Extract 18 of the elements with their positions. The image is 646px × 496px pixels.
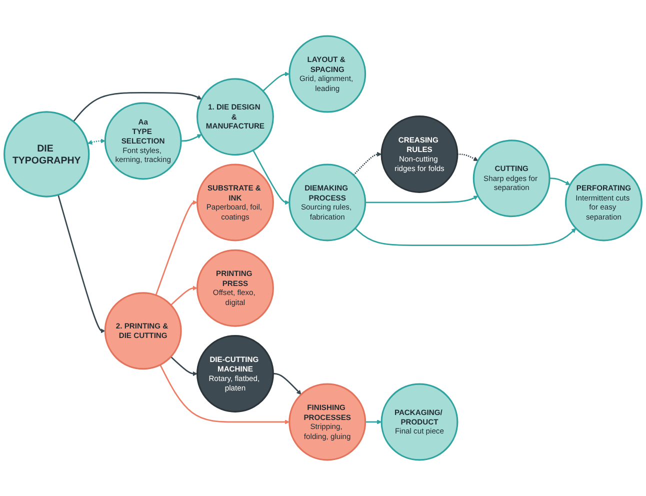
arrow: [252, 150, 290, 205]
arrow: [457, 154, 478, 161]
arrow: [160, 364, 290, 424]
arrow: [550, 178, 570, 186]
arrow: [273, 373, 302, 395]
arrow: [72, 92, 202, 122]
node-circle: DIE TYPOGRAPHY: [4, 111, 90, 198]
arrow: [58, 194, 106, 334]
arrow: [87, 138, 106, 145]
arrow: [181, 134, 202, 142]
arrow: [262, 72, 290, 92]
arrow: [365, 420, 382, 424]
arrow: [155, 200, 198, 296]
arrow: [170, 356, 198, 376]
arrow: [354, 228, 576, 246]
arrow: [170, 286, 198, 306]
arrow: [353, 152, 382, 176]
arrow: [365, 196, 478, 204]
